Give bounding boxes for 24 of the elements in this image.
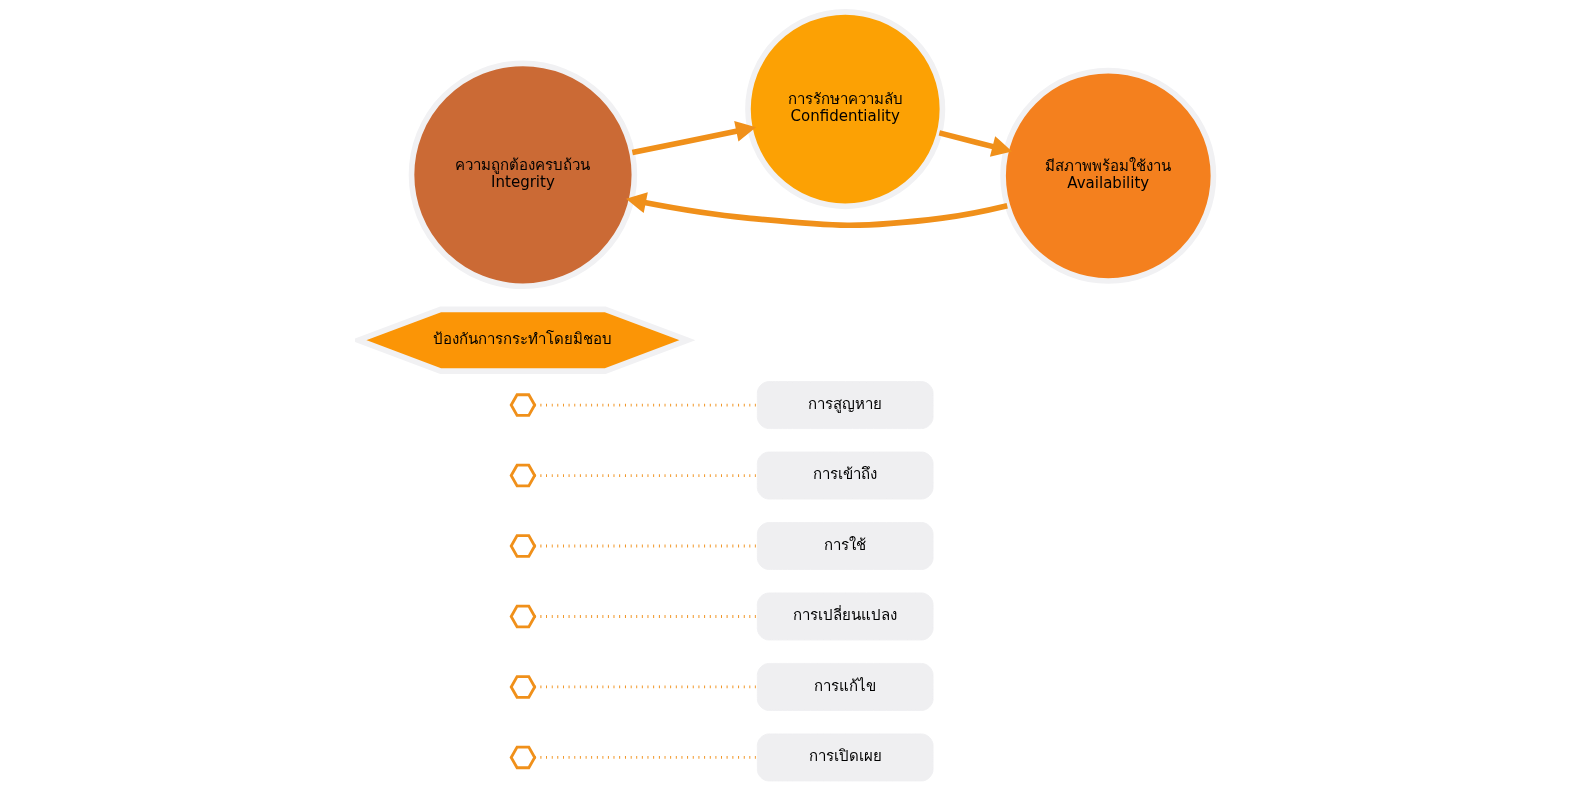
node-hexagon <box>509 463 537 488</box>
arrow <box>626 192 1008 228</box>
node-hexagon <box>509 393 537 417</box>
node-box: การแก้ไข <box>756 663 934 711</box>
node-circle: มีสภาพพร้อมใช้งาน Availability <box>1000 67 1217 284</box>
node-hexagon <box>509 534 537 558</box>
node-box: การเปลี่ยนแปลง <box>756 592 934 641</box>
node-box: การเปิดเผย <box>756 733 934 782</box>
connector <box>534 615 758 618</box>
node-box: การใช้ <box>756 522 934 570</box>
arrow <box>938 130 1013 157</box>
node-hexagon <box>509 675 537 699</box>
connector <box>534 685 758 689</box>
node-circle: การรักษาความลับ Confidentiality <box>745 9 946 210</box>
connector <box>534 756 758 759</box>
node-box: การสูญหาย <box>756 381 934 430</box>
node-circle: ความถูกต้องครบถ้วน Integrity <box>408 60 638 290</box>
connector <box>534 474 758 477</box>
node-hexagon <box>509 604 537 629</box>
node-box: การเข้าถึง <box>756 451 934 500</box>
node-hexagon <box>509 745 537 770</box>
arrow <box>631 120 757 156</box>
connector <box>534 403 758 407</box>
connector <box>534 544 758 548</box>
